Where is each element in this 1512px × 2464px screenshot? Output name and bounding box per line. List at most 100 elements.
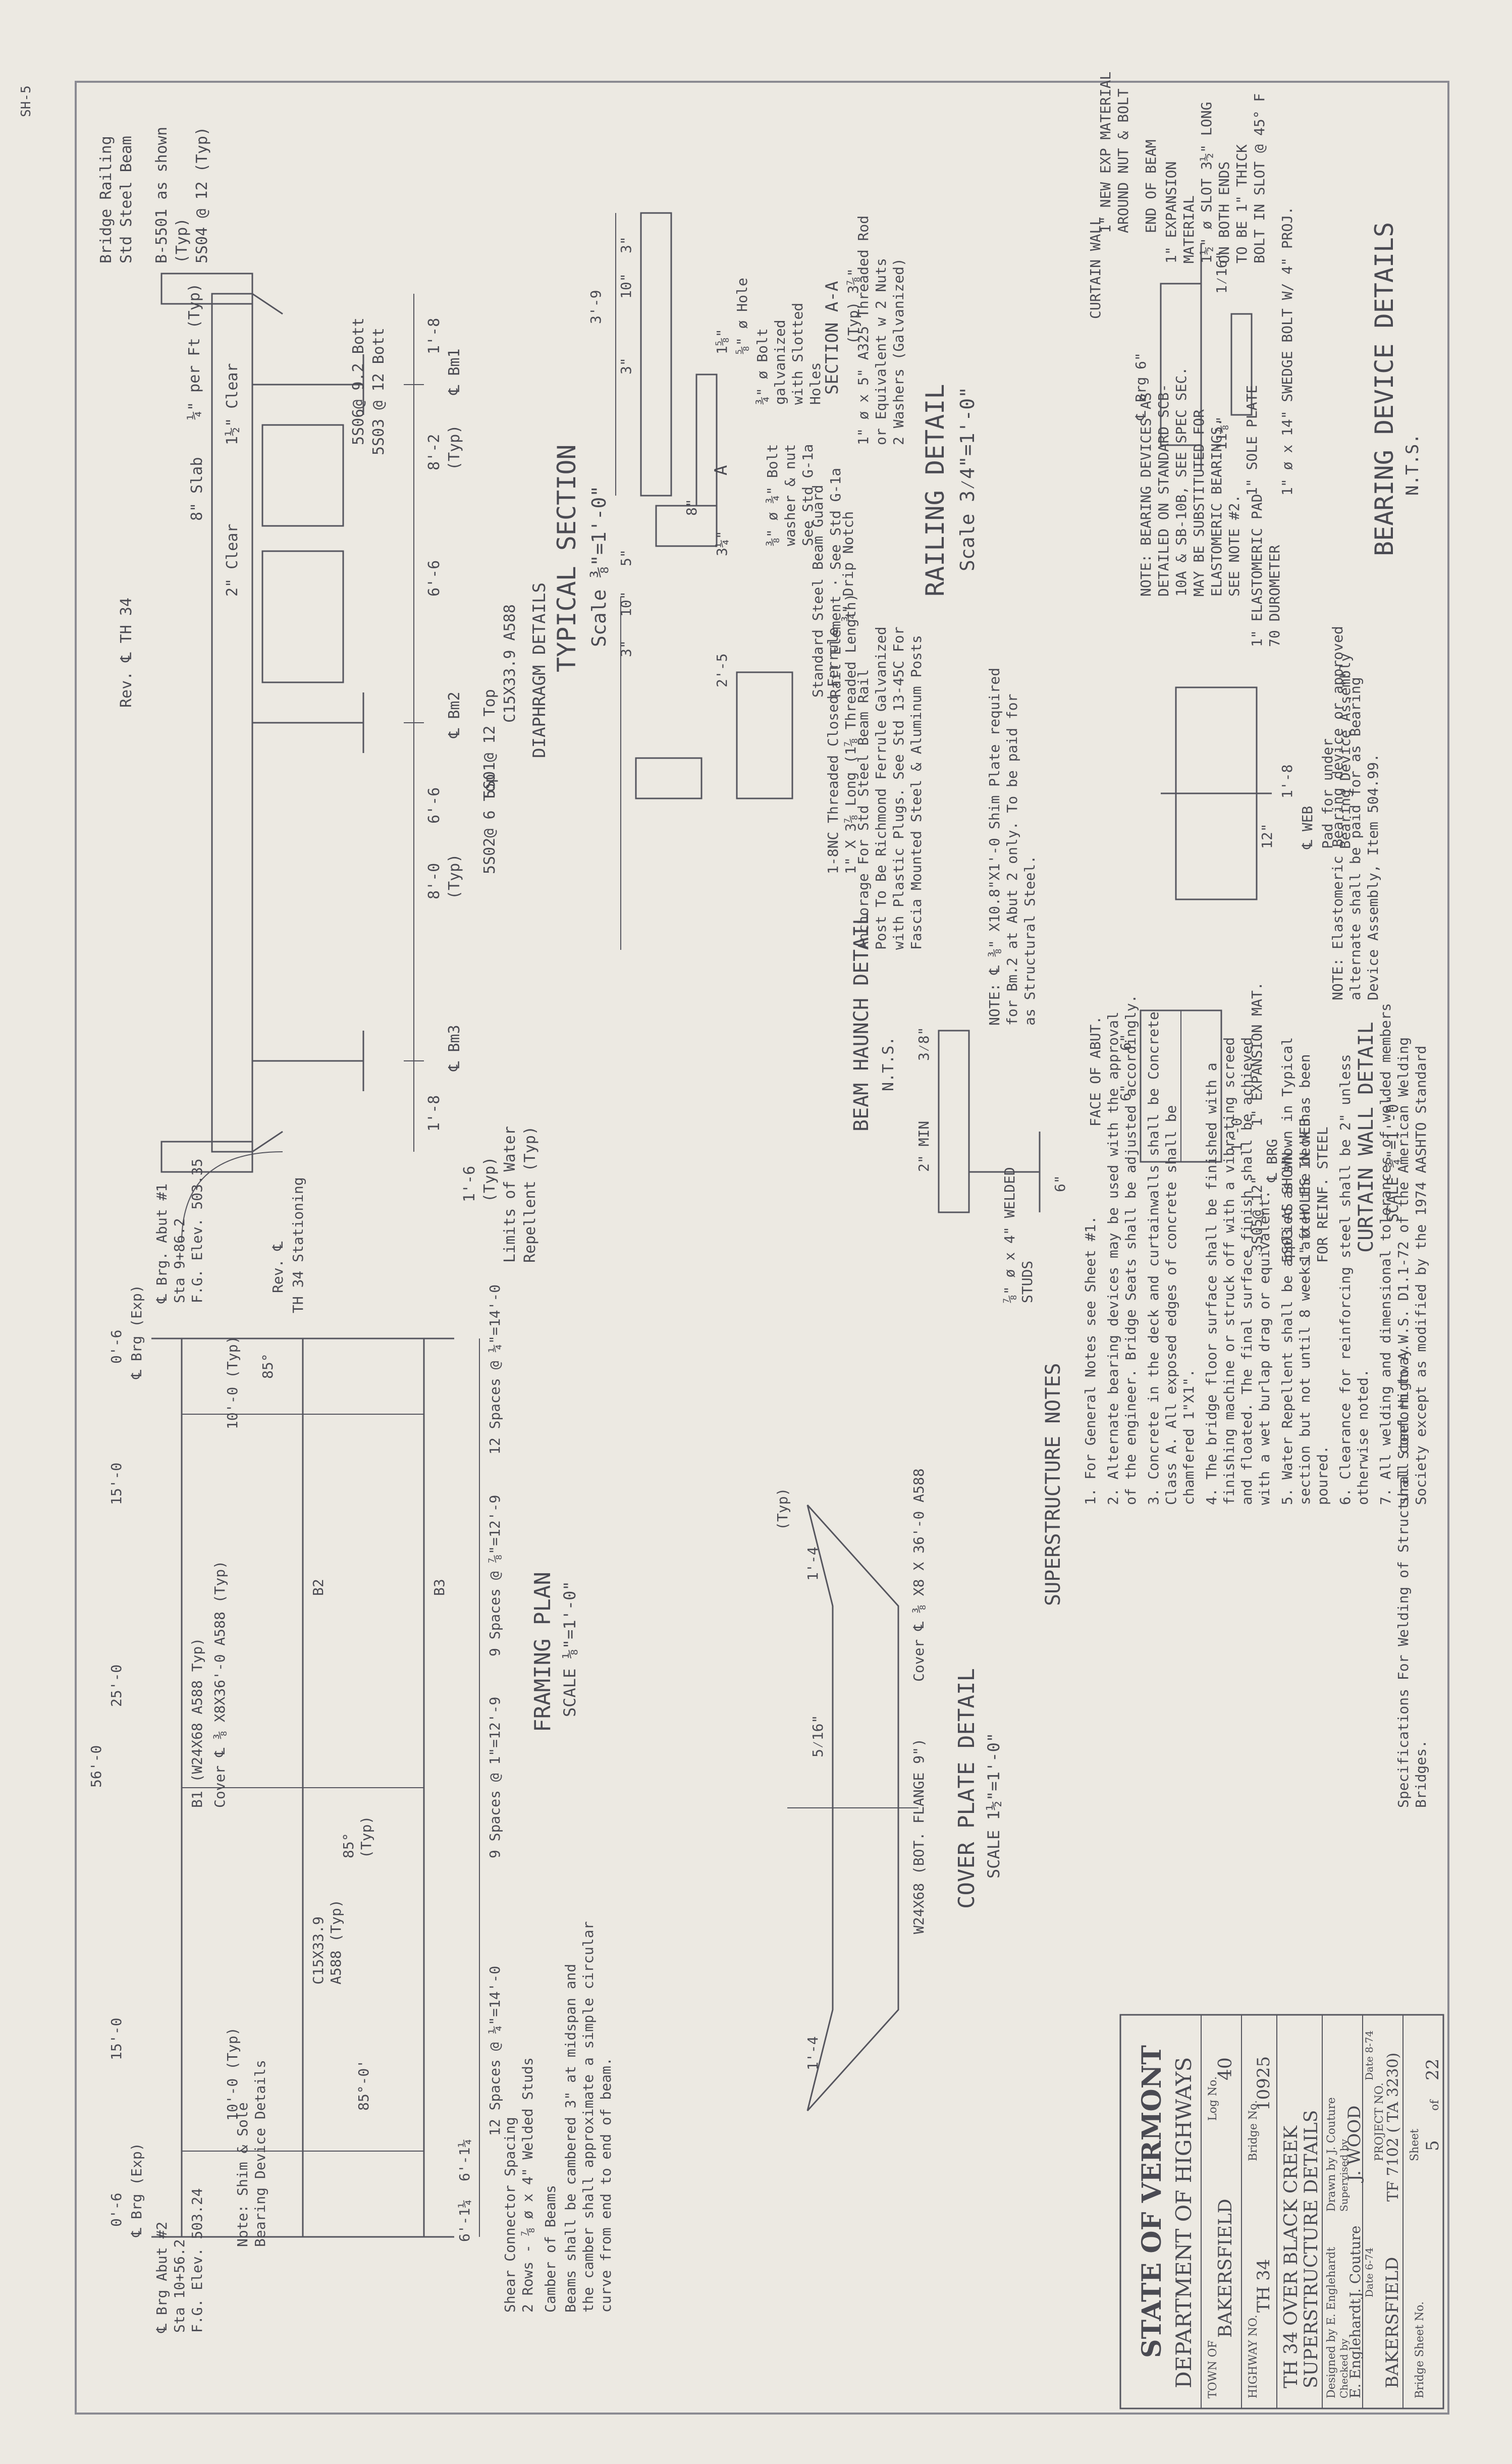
cover-plate-scale: SCALE 1½"=1'-0" [984,1733,1003,1879]
bearing-device [1160,243,1272,900]
slab-label: 8" Slab [188,457,206,521]
shim-note1: NOTE: ℄ ⅜" X10.8"X1'-0 Shim Plate requir… [986,668,1003,1026]
rail-beam-plan [640,212,672,497]
bearing-duro: 70 DUROMETER [1266,545,1283,647]
sn-2b: of the engineer. Bridge Seats shall be a… [1122,995,1139,1505]
sn-6b: otherwise noted. [1355,1369,1371,1505]
tb-log-label: Log No. [1207,2076,1219,2121]
bearing-dim-web: ℄ WEB [1299,806,1316,849]
elast-note1: NOTE: Elastomeric Bearing device or appr… [1329,626,1346,1000]
tb-of: of [1429,2099,1441,2111]
fp-abut1-2: Sta 9+86.2 [171,1218,188,1303]
diaphragm-details-label: DIAPHRAGM DETAILS [529,582,550,758]
cw-dim-6b: 6" [1117,1084,1134,1101]
bearing-pad-for2: Bearing Device Assembly [1337,653,1354,849]
tb-drawn: Drawn by J. Couture [1325,2097,1338,2212]
bearing-expm5: TO BE 1" THICK [1233,144,1250,263]
cp-dim-typ: (Typ) [774,1488,791,1530]
curtain-wall-text: 6" 6" 1'-0 FACE OF ABUT. 1" EXPANSION MA… [1087,982,1402,1263]
rev-label: Rev. ℄ TH 34 [118,598,135,708]
cp-weld: 5⁄16" [809,1715,826,1757]
rail-threaded3: 2 Washers (Galvanized) [890,258,907,445]
rail-anchor1: Anchorage For Std Steel Beam Rail [855,669,872,950]
cover-plate [787,1504,919,2112]
slab-chamfers [252,293,283,1153]
rail-drip: ¾" Drip Notch [840,511,856,622]
typical-section-scale: Scale ⅜"=1'-0" [588,486,610,647]
fp-sp2: 9 Spaces @ ⅞"=12'-9 [487,1495,503,1656]
cw-bars3: FOR REINF. STEEL [1314,1127,1331,1263]
rail-ferrule2: 1" X 3⅞ Long (1⅞ Threaded Length) [842,594,859,874]
fp-abut2-3: F.G. Elev. 503.24 [189,2188,205,2333]
fp-sp4: 12 Spaces @ ¼"=14'-0 [487,1966,503,2136]
super-notes: SUPERSTRUCTURE NOTES 1. For General Note… [1042,995,1429,1808]
fp-d-10-r: 10'-0 (Typ) [224,2027,241,2121]
bearing-note4: MAY BE SUBSTITUTED FOR [1191,409,1207,597]
fp-d-0-6-l: 0'-6 [108,1330,125,1364]
rail-anchor3: with Plastic Plugs. See Std 13-45C For [890,626,907,950]
haunch-slab [938,1030,970,1213]
bearing-pad [1230,313,1253,416]
super-notes-title: SUPERSTRUCTURE NOTES [1042,1363,1065,1606]
bearing-expm2: MATERIAL [1180,195,1197,263]
tb-wood: J. WOOD [1344,2105,1365,2183]
clear-15-label: 1½" Clear [224,363,241,445]
bearing-note5: ELASTOMERIC BEARINGS. [1208,418,1225,597]
dim-1-8-left: 1'-8 [425,318,443,354]
bearing-note3: 10A & SB-10B, SEE SPEC SEC. [1173,367,1190,597]
sn-5a: 5. Water Repellent shall be applied as s… [1279,1037,1295,1505]
bearing-device-title: BEARING DEVICE DETAILS [1370,222,1399,556]
cp-cover: Cover ℄ ⅜ X8 X 36'-0 A588 [910,1468,927,1682]
framing-plan-scale: SCALE ⅛"=1'-0" [560,1581,579,1717]
fp-b3: B3 [431,1579,448,1596]
elast-note2: alternate shall be paid for as Bearing [1347,677,1364,1000]
fp-brg-exp-r: ℄ Brg (Exp) [128,2142,145,2237]
curtain-wall-scale: SCALE ¾"=1'-0" [1384,1095,1402,1222]
haunch-studs1: ⅞" ø x 4" WELDED [1001,1167,1018,1303]
fp-a-85-c: 85° [340,1833,357,1858]
clear-2-label: 2" Clear [224,524,241,597]
tb-place: BAKERSFIELD [1382,2257,1402,2388]
bearing-curtain-wall: CURTAIN WALL [1087,217,1104,319]
bar-a-label: 5S03 @ 12 Bott [370,328,388,455]
dim-8-0: 8'-0 [425,863,443,899]
bearing-expm6: BOLT IN SLOT @ 45° F [1251,93,1268,263]
rail-threaded1: 1" ø x 5" A325 Threaded Rod [855,216,872,445]
rail-bolt3: with Slotted [789,303,806,405]
dim-1-6: 1'-6 [461,1166,478,1202]
per-ft-label: ¼" per Ft (Typ) [186,283,203,420]
railing-detail-text: 3'-9 3" 10" 3" 5" 10" 3" 8" 3¼" 1⅝" 2'-5… [587,216,979,950]
tb-proj: TF 7102 ( TA 3230) [1384,2053,1402,2202]
fp-abut2-1: ℄ Brg Abut #2 [153,2222,170,2333]
tb-date1: Date 6-74 [1363,2247,1375,2297]
tb-total: 22 [1423,2059,1443,2080]
rail-element: Rail Element · See Std G-1a [827,468,844,698]
cw-bars2: 1" ø HOLES IN WEB [1297,1118,1313,1263]
fp-shear1: Shear Connector Spacing [502,2117,518,2313]
rail-section-dim: 3⅞" [845,268,861,294]
title-block: STATE OF VERMONT DEPARTMENT OF HIGHWAYS … [1119,2014,1444,2409]
typical-section [160,273,424,1243]
rail-dim-10: 10" [618,273,634,299]
rail-bolt1: ¾" ø Bolt [754,328,771,405]
channel-label: C15X33.9 A588 [501,604,519,723]
fp-abut1-3: F.G. Elev. 503.35 [189,1158,205,1303]
cp-beam: W24X68 (BOT. FLANGE 9") [910,1738,927,1934]
rail-section-typ: (Typ) [845,302,861,344]
rail-anchor2: Post To Be Richmond Ferrule Galvanized [873,626,889,950]
rail-bolt2: galvanized [772,319,788,405]
haunch-dim-3-8: 3⁄8" [915,1027,932,1061]
bearing-dim-12: 12" [1259,823,1275,849]
fp-plate: Note: Shim & Sole [234,2102,251,2247]
tb-couture: J. Couture [1347,2226,1364,2299]
rail-section-aa: SECTION A-A [822,281,842,395]
bearing-swedge: 1" ø x 14" SWEDGE BOLT W/ 4" PROJ. [1279,206,1295,496]
tb-state: STATE OF VERMONT [1137,2045,1167,2358]
tb-hwy: TH 34 [1254,2259,1274,2313]
bearing-pad-for: Pad for under [1319,738,1336,849]
tb-bridge-label: Bridge No. [1247,2100,1260,2161]
camber-title: Camber of Beams [542,2185,559,2313]
rail-dim-3: 3" [618,236,634,253]
cp-dim-1-4-l: 1'-4 [804,1547,821,1581]
bearing-expm4: ON BOTH ENDS [1216,162,1232,263]
